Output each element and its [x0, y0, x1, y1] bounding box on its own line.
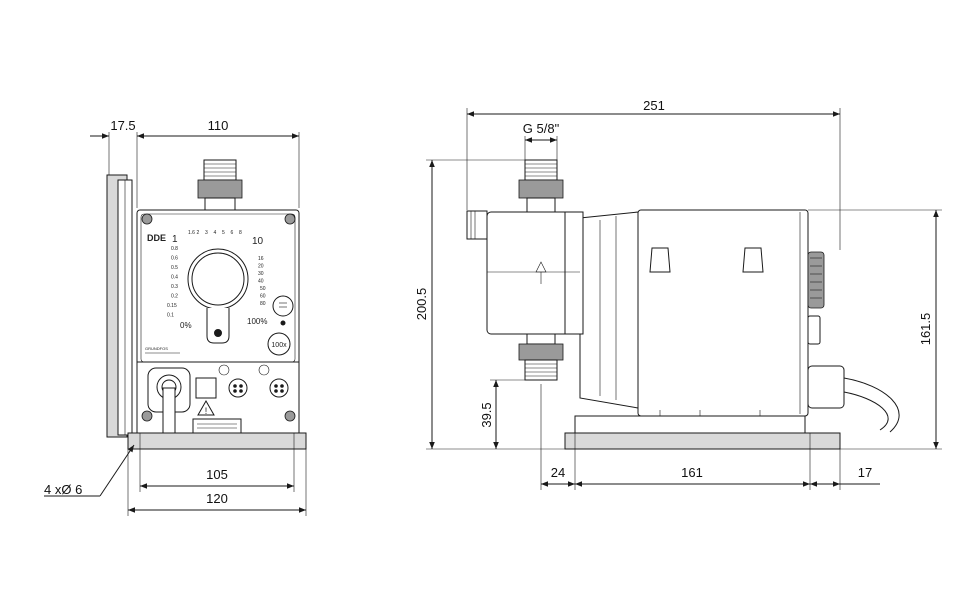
screw-icon: [284, 410, 296, 422]
led-icon: [280, 320, 286, 326]
front-label-strip: [192, 418, 242, 434]
scale-tick-label: 0.6: [171, 256, 178, 262]
scale-tick-label: 0.8: [171, 246, 178, 252]
vent-slot: [742, 247, 764, 273]
front-base-plate: [127, 432, 307, 450]
zero-label: 0%: [180, 321, 192, 330]
scale-min-label: 1: [172, 234, 178, 245]
side-base-plate: [564, 432, 841, 450]
inlet-valve: [518, 333, 564, 381]
dim-width-top: 110: [208, 118, 229, 133]
dim-total-height: 200.5: [414, 288, 429, 321]
screw-icon: [141, 410, 153, 422]
screw-icon: [141, 213, 153, 225]
front-top-connector: [197, 159, 243, 211]
dim-total-length: 251: [643, 98, 665, 113]
100x-button[interactable]: 100x: [267, 332, 291, 356]
svg-text:!: !: [205, 406, 208, 416]
dim-outlet-height: 39.5: [479, 402, 494, 427]
warning-icon: [197, 399, 215, 416]
dim-mounting-holes: 4 xØ 6: [44, 482, 82, 497]
pump-adapter: [579, 211, 639, 409]
scale-tick-label: 0.1: [167, 313, 174, 319]
scale-tick-label: 0.2: [171, 294, 178, 300]
outlet-valve: [518, 159, 564, 213]
scale-tick-label: 40: [258, 279, 264, 285]
dim-base-right: 17: [858, 465, 872, 480]
scale-tick-label: 30: [258, 271, 264, 277]
scale-tick-label: 60: [260, 294, 266, 300]
model-label: DDE: [147, 233, 166, 243]
scale-tick-label: 50: [260, 286, 266, 292]
scale-tick-label: 4: [214, 230, 217, 236]
scale-tick-label: 20: [258, 264, 264, 270]
brand-logo: GRUNDFOS: [145, 346, 168, 351]
signal-connector: [195, 377, 217, 399]
scale-tick-label: 0.4: [171, 275, 178, 281]
dim-base-left: 24: [551, 465, 565, 480]
power-cable: [807, 365, 900, 433]
motor-housing: [637, 209, 809, 417]
dim-base-inner: 105: [206, 467, 228, 482]
scale-tick-label: 16: [258, 256, 264, 262]
scale-tick-label: 6: [231, 230, 234, 236]
dial-knob[interactable]: [187, 248, 249, 344]
scale-tick-label: 3: [205, 230, 208, 236]
scale-tick-label: 80: [260, 301, 266, 307]
dim-base-outer: 120: [206, 491, 228, 506]
dim-thread: G 5/8": [523, 121, 560, 136]
scale-ticks-left: 0.8 0.6 0.5 0.4 0.3 0.2 0.15 0.1: [167, 246, 178, 319]
scale-tick-label: 0.15: [167, 303, 177, 309]
svg-text:100x: 100x: [271, 342, 287, 349]
scale-tick-label: 0.5: [171, 265, 178, 271]
dim-right-height: 161.5: [918, 313, 933, 346]
scale-tick-label: 8: [239, 230, 242, 236]
screw-icon: [284, 213, 296, 225]
dim-side-offset: 17.5: [110, 118, 135, 133]
vent-valve: [466, 210, 488, 240]
connector-socket: [228, 378, 248, 398]
dim-base-center: 161: [681, 465, 703, 480]
power-cable-gland: [147, 367, 191, 435]
connector-socket: [269, 378, 289, 398]
scale-tick-label: 1.6: [188, 230, 195, 236]
side-dial: [807, 251, 825, 309]
hand-mode-button[interactable]: [272, 295, 294, 326]
scale-tick-label: 2: [197, 230, 200, 236]
scale-tick-label: 5: [222, 230, 225, 236]
scale-tick-label: 0.3: [171, 284, 178, 290]
scale-max-label: 10: [252, 236, 264, 247]
full-label: 100%: [247, 317, 267, 326]
vent-slot: [649, 247, 671, 273]
side-view: 251 G 5/8" 200.5 161.5 39.5 24 161 17: [414, 98, 942, 490]
